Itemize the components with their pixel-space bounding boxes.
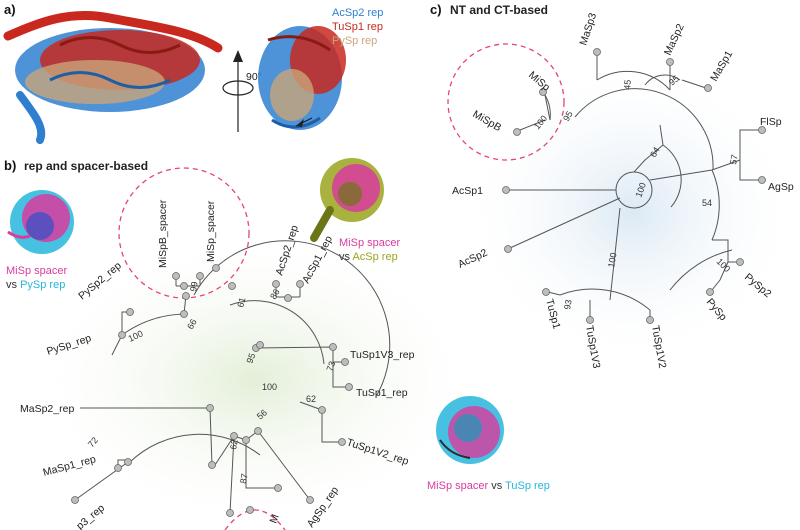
legend-a-pysp: PySp rep bbox=[332, 35, 377, 47]
panel-a-label: a) bbox=[4, 2, 16, 17]
leaf-b-p3-rep: p3_rep bbox=[74, 502, 107, 530]
leaf-b-mispb-spacer: MiSpB_spacer bbox=[157, 199, 169, 268]
panel-c-label: c) bbox=[430, 2, 442, 17]
boot-b-100-center: 100 bbox=[262, 382, 277, 392]
panel-c-title: NT and CT-based bbox=[450, 3, 548, 17]
tree-c-nodes bbox=[502, 48, 766, 324]
legend-c: MiSp spacer vs TuSp rep bbox=[427, 480, 550, 492]
rotation-label: 90° bbox=[246, 71, 262, 83]
boot-c-100-tusp: 100 bbox=[606, 252, 618, 269]
boot-b-86: 86 bbox=[268, 287, 282, 301]
rotation-indicator: 90° bbox=[222, 50, 262, 132]
leaf-c-acsp1: AcSp1 bbox=[452, 185, 483, 197]
highlight-circle-b-bottom bbox=[224, 509, 286, 530]
boot-c-57: 57 bbox=[728, 154, 740, 166]
leaf-c-masp2: MaSp2 bbox=[662, 22, 687, 57]
misp-structure-c bbox=[436, 396, 504, 464]
tree-c-edges bbox=[508, 52, 760, 318]
boot-b-99: 99 bbox=[188, 281, 200, 293]
boot-b-61: 61 bbox=[235, 296, 247, 308]
boot-c-95-left: 95 bbox=[561, 109, 575, 123]
leaf-c-flsp: FlSp bbox=[760, 116, 782, 128]
panel-b-title: rep and spacer-based bbox=[24, 159, 148, 173]
leaf-b-tusp1-rep: TuSp1_rep bbox=[356, 387, 408, 399]
leaf-c-masp1: MaSp1 bbox=[708, 49, 735, 84]
leaf-c-mispb: MiSpB bbox=[471, 108, 504, 134]
boot-b-66: 66 bbox=[185, 317, 199, 331]
highlight-circle-c bbox=[447, 43, 565, 161]
misp-structure-left bbox=[7, 190, 74, 254]
boot-c-93: 93 bbox=[562, 299, 574, 311]
boot-c-45: 45 bbox=[622, 79, 633, 90]
tree-c-background bbox=[462, 62, 800, 362]
legend-b-right-line2: vs AcSp rep bbox=[339, 251, 398, 263]
protein-structure-side-view bbox=[3, 11, 223, 144]
boot-b-62-lower: 62 bbox=[228, 439, 240, 451]
boot-b-72: 72 bbox=[86, 435, 100, 449]
legend-a-tusp1: TuSp1 rep bbox=[332, 21, 383, 33]
protein-structure-top-view bbox=[258, 26, 346, 130]
leaf-c-masp3: MaSp3 bbox=[577, 11, 599, 47]
tree-c-bootstrap-values: 100 95 45 95 64 100 57 54 100 100 93 bbox=[532, 73, 740, 310]
boot-b-87: 87 bbox=[238, 473, 250, 485]
tree-b-bootstrap-values: 99 61 86 100 66 95 73 100 62 72 62 56 87 bbox=[86, 281, 337, 485]
tree-b-nodes bbox=[71, 264, 353, 517]
leaf-c-agsp: AgSp bbox=[768, 181, 794, 193]
leaf-b-tusp1v3-rep: TuSp1V3_rep bbox=[350, 349, 415, 361]
panel-b-label: b) bbox=[4, 158, 16, 173]
boot-b-95: 95 bbox=[244, 352, 257, 365]
legend-b-right-line1: MiSp spacer bbox=[339, 237, 400, 249]
boot-c-100-center: 100 bbox=[633, 181, 648, 199]
boot-c-64: 64 bbox=[648, 145, 662, 159]
tree-b-background bbox=[25, 230, 485, 530]
legend-a-acsp2: AcSp2 rep bbox=[332, 7, 383, 19]
leaf-b-masp2-rep: MaSp2_rep bbox=[20, 403, 74, 415]
boot-c-54: 54 bbox=[702, 198, 712, 208]
boot-b-73: 73 bbox=[324, 360, 337, 373]
legend-a: AcSp2 rep TuSp1 rep PySp rep bbox=[332, 7, 383, 47]
boot-b-62-right: 62 bbox=[306, 394, 316, 404]
boot-c-95-right: 95 bbox=[667, 73, 681, 87]
legend-b-left-line1: MiSp spacer bbox=[6, 265, 67, 277]
leaf-b-misp-spacer: MiSp_spacer bbox=[205, 200, 217, 262]
leaf-b-m-partial: M bbox=[268, 513, 282, 525]
boot-b-56: 56 bbox=[255, 407, 269, 421]
legend-b-left-line2: vs PySp rep bbox=[6, 279, 65, 291]
misp-structure-right bbox=[310, 158, 384, 242]
